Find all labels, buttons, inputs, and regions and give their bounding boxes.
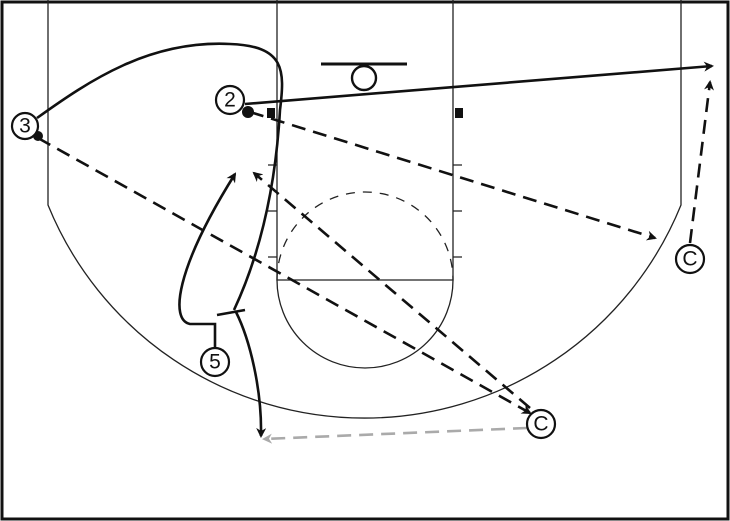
player-3-cut-path: [36, 42, 284, 311]
half-court-markings: [47, 0, 682, 419]
pass-c-to-roller: [262, 426, 528, 444]
svg-text:C: C: [533, 413, 548, 436]
c-wing-cut-path: [688, 80, 714, 244]
player-5-cut-path: [178, 172, 237, 348]
pass-c-to-post: [252, 171, 531, 409]
play-actions: [33, 42, 714, 444]
player-5: 5: [199, 346, 231, 378]
svg-text:3: 3: [19, 115, 31, 138]
pass-3-to-c: [37, 136, 532, 415]
svg-text:2: 2: [224, 89, 236, 112]
rim: [350, 64, 378, 92]
pass-2-to-corner: [244, 61, 714, 106]
free-throw-circle-top-dashed: [276, 191, 454, 281]
free-throw-circle-bottom: [276, 279, 454, 369]
player-2: 2: [214, 84, 246, 116]
player-c-bottom: C: [525, 408, 557, 440]
lane: [276, 0, 454, 281]
pass-2-to-wing: [249, 110, 657, 241]
lane-block-right: [455, 108, 463, 118]
three-point-line: [47, 0, 682, 419]
screen-roll-path: [234, 311, 267, 438]
player-c-wing: C: [674, 243, 706, 275]
svg-text:C: C: [682, 248, 697, 271]
screen-marker: [216, 308, 246, 317]
lane-block-left: [267, 108, 275, 118]
lane-hash-marks: [268, 164, 462, 258]
ball-icon: [242, 106, 254, 118]
svg-text:5: 5: [209, 351, 221, 374]
player-3: 3: [10, 111, 40, 141]
